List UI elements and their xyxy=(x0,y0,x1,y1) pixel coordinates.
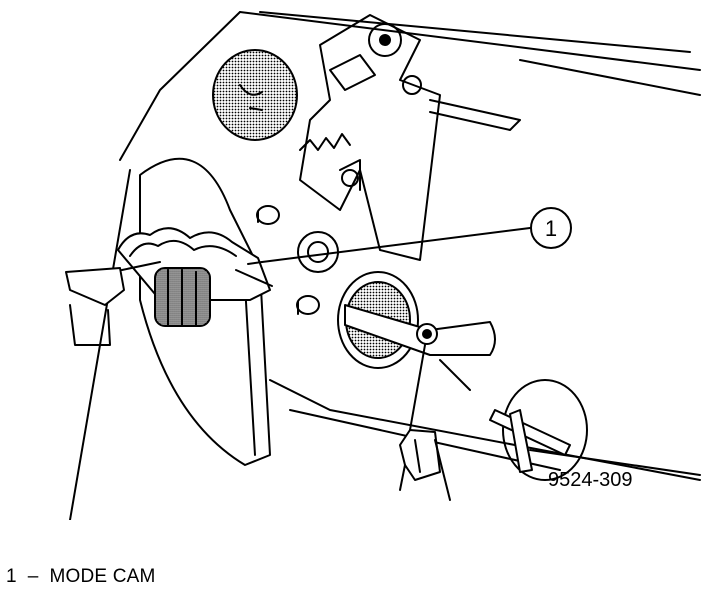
bottom-door-knob xyxy=(489,379,588,481)
callout-1-leader xyxy=(261,227,531,263)
pivot-pin-lower xyxy=(296,295,320,315)
door-linkage-arm xyxy=(299,14,521,261)
mode-cam xyxy=(65,227,273,346)
upper-door-knob xyxy=(212,49,298,141)
callout-1-number: 1 xyxy=(545,216,557,241)
figure-caption: 1 – MODE CAM xyxy=(6,566,156,587)
pivot-pin-upper xyxy=(256,205,280,225)
pivot-ring xyxy=(297,231,339,273)
figure-id: 9524-309 xyxy=(548,469,633,491)
callout-1-leader-tail xyxy=(247,261,263,265)
wire-clip xyxy=(399,429,451,501)
mode-cam-diagram: 1 9524-309 xyxy=(65,11,701,520)
lower-door-knob xyxy=(337,271,496,431)
callout-1-marker xyxy=(530,207,572,249)
